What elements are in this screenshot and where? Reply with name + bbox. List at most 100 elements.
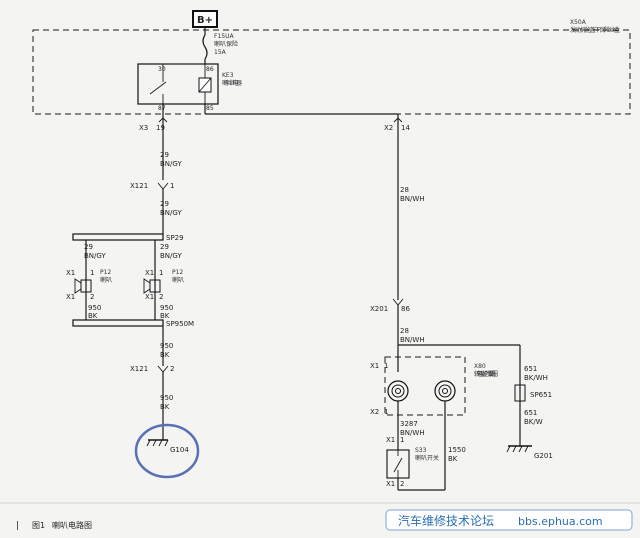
horn-left-connector-top: X1 [66, 269, 75, 277]
horn-switch-pin-bottom: 2 [400, 480, 404, 488]
horn-left-pin-out: 2 [90, 293, 94, 301]
horn-right-pin-out: 2 [159, 293, 163, 301]
x2-code: X2 [384, 124, 393, 132]
caption-marker: | [16, 521, 19, 531]
wire-651b-id: 651 [524, 409, 537, 417]
wire-3287-id: 3287 [400, 420, 418, 428]
x121-bottom-code: X121 [130, 365, 148, 373]
relay-pin-87: 87 [158, 105, 166, 112]
clockspring-coil-left-core [395, 388, 401, 394]
wire-29a-color: BN/GY [160, 160, 182, 168]
wire-29d-id: 29 [160, 243, 169, 251]
wire-950-right-id: 950 [160, 304, 173, 312]
module-code: X50A [570, 19, 587, 26]
horn-right-code: P12 [172, 269, 183, 276]
x3-pin: 19 [156, 124, 165, 132]
horn-switch-pin-top: 1 [400, 436, 404, 444]
horn-switch-conn-bottom: X1 [386, 480, 395, 488]
wire-29c-color: BN/GY [84, 252, 106, 260]
relay-code: KE3 [222, 72, 234, 79]
wire-3287-color: BN/WH [400, 429, 425, 437]
wire-29d-color: BN/GY [160, 252, 182, 260]
ground-right-tick-3 [518, 445, 523, 453]
fuse-rating: 15A [214, 49, 227, 56]
horn-right-name: 喇叭 [172, 276, 184, 284]
fuse-box-boundary [32, 29, 631, 115]
x3-connector-mark [158, 117, 168, 123]
x121-bottom-connector-mark [157, 365, 169, 373]
ground-left-tick-1 [146, 439, 151, 447]
fuse-code: F15UA [214, 33, 234, 40]
ground-left-tick-4 [164, 439, 169, 447]
horn-left-code: P12 [100, 269, 111, 276]
x121-bottom-pin: 2 [170, 365, 174, 373]
horn-switch-code: S33 [415, 447, 427, 454]
wire-29c-id: 29 [84, 243, 93, 251]
x121-top-pin: 1 [170, 182, 174, 190]
ground-right-tick-2 [512, 445, 517, 453]
x121-top-connector-mark [157, 182, 169, 190]
x201-pin: 86 [401, 305, 410, 313]
caption-title: 喇叭电路图 [52, 520, 92, 530]
power-label: B+ [197, 15, 213, 26]
wire-28b-color: BN/WH [400, 336, 425, 344]
clockspring-coil-right-inner [438, 384, 452, 398]
relay-coil-diagonal [198, 77, 212, 93]
horn-switch-conn-top: X1 [386, 436, 395, 444]
clockspring-pin-bottom: 1 [384, 408, 388, 416]
highlight-circle [134, 423, 200, 479]
clockspring-pin-top: 1 [384, 362, 388, 370]
x3-code: X3 [139, 124, 148, 132]
horn-right-connector-bottom: X1 [145, 293, 154, 301]
splice-sp950m-bar [72, 319, 164, 327]
fuse-symbol [202, 34, 208, 60]
wire-28a-color: BN/WH [400, 195, 425, 203]
clockspring-code: X80 [474, 363, 486, 370]
watermark-text: 汽车维修技术论坛 [398, 513, 494, 528]
wire-1550-color: BK [448, 455, 458, 463]
horn-right-body [149, 279, 161, 293]
wire-950-right-color: BK [160, 312, 170, 320]
wire-28a-id: 28 [400, 186, 409, 194]
splice-sp29-label: SP29 [166, 234, 184, 242]
wire-28b-id: 28 [400, 327, 409, 335]
horn-left-pin-in: 1 [90, 269, 94, 277]
wire-950-left-id: 950 [88, 304, 101, 312]
ground-left-label: G104 [170, 446, 189, 454]
wire-29b-id: 29 [160, 200, 169, 208]
x2-connector-mark [393, 117, 403, 123]
watermark-url: bbs.ephua.com [518, 515, 603, 528]
splice-sp651-box [514, 384, 526, 402]
x121-top-code: X121 [130, 182, 148, 190]
relay-contact-arm [149, 81, 167, 95]
horn-right-pin-in: 1 [159, 269, 163, 277]
clockspring-name: 转向盘安全气囊线圈 [474, 370, 498, 378]
wire-29b-color: BN/GY [160, 209, 182, 217]
x201-code: X201 [370, 305, 388, 313]
relay-pin-86: 86 [206, 66, 214, 73]
clockspring-coil-left-inner [391, 384, 405, 398]
horn-right-connector-top: X1 [145, 269, 154, 277]
ground-right-label: G201 [534, 452, 553, 460]
caption-label: 图1 [32, 521, 45, 530]
relay-pin-30: 30 [158, 66, 166, 73]
ground-left-tick-3 [158, 439, 163, 447]
wire-950-bottom-color: BK [160, 403, 170, 411]
wire-950-mid-color: BK [160, 351, 170, 359]
wire-950-left-color: BK [88, 312, 98, 320]
horn-left-name: 喇叭 [100, 276, 112, 284]
module-name: 发动机舱盖下保险丝盒 [570, 26, 620, 34]
wire-651a-id: 651 [524, 365, 537, 373]
splice-sp651-label: SP651 [530, 391, 552, 399]
wire-651b-color: BK/W [524, 418, 543, 426]
ground-right-tick-1 [506, 445, 511, 453]
watermark-box [385, 509, 633, 531]
relay-name: 喇叭继电器 [222, 79, 242, 87]
x2-pin: 14 [401, 124, 410, 132]
wire-29a-id: 29 [160, 151, 169, 159]
wire-651a-color: BK/WH [524, 374, 548, 382]
splice-sp950m-label: SP950M [166, 320, 194, 328]
horn-left-connector-bottom: X1 [66, 293, 75, 301]
